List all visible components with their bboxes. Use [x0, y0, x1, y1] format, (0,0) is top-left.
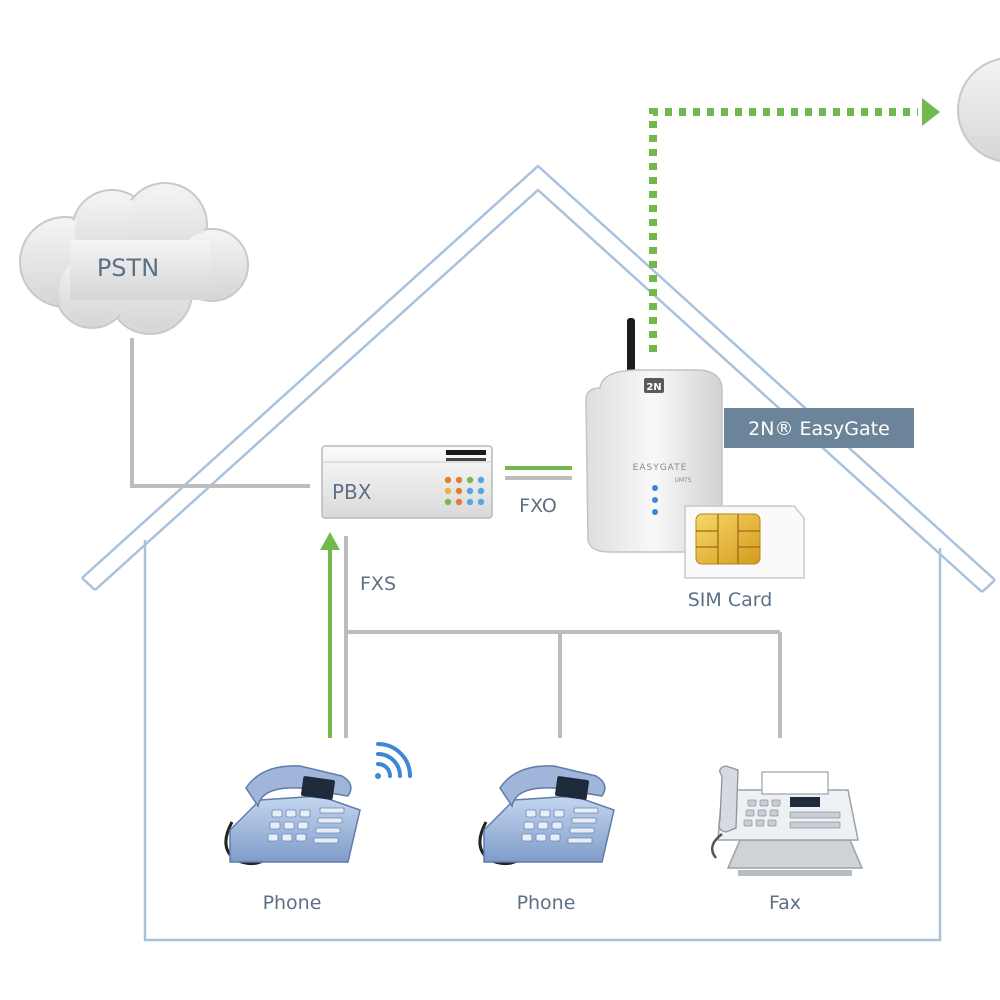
- sim-chip-icon: [695, 513, 761, 565]
- mobile-uplink: [649, 98, 940, 352]
- gateway-front-model: UMTS: [674, 477, 691, 484]
- device-phone-2: [478, 765, 615, 865]
- pbx-unit: PBX: [321, 445, 493, 519]
- pbx-status-leds: [444, 476, 485, 506]
- roof-outer: [81, 164, 996, 581]
- roof-right-cap: [981, 579, 996, 593]
- up-arrow-icon: [320, 532, 340, 550]
- sim-card-label: SIM Card: [688, 589, 773, 611]
- house-walls: [143, 540, 942, 942]
- pstn-label: PSTN: [97, 254, 159, 282]
- sim-card: [684, 505, 805, 579]
- fax-machine-icon: [710, 765, 864, 876]
- device-label-fax: Fax: [769, 892, 801, 914]
- uplink-arrow-icon: [922, 98, 940, 126]
- easygate-name: 2N® EasyGate: [748, 418, 890, 440]
- phone-to-pbx-link: [320, 532, 340, 738]
- remote-cloud: [957, 57, 1000, 163]
- wiring: [130, 338, 782, 738]
- fxo-link: [505, 466, 572, 480]
- gateway-front-brand: EASYGATE: [633, 463, 688, 473]
- wireless-signal-icon: [375, 742, 412, 779]
- antenna: [627, 318, 635, 374]
- pstn-cloud: PSTN: [19, 182, 249, 335]
- pstn-line: [130, 338, 310, 488]
- device-label-phone-2: Phone: [517, 892, 576, 914]
- device-fax: [710, 765, 864, 876]
- desk-phone-icon: [224, 765, 361, 865]
- desk-phone-icon: [478, 765, 615, 865]
- roof-left-cap: [81, 577, 96, 591]
- pbx-label: PBX: [332, 480, 372, 504]
- fxo-label: FXO: [519, 495, 557, 517]
- device-phone-1: [224, 742, 412, 865]
- gateway-logo: 2N: [646, 382, 661, 393]
- device-label-phone-1: Phone: [263, 892, 322, 914]
- roof-inner: [94, 188, 983, 593]
- fxs-label: FXS: [360, 573, 396, 595]
- easygate-name-tag: 2N® EasyGate: [724, 408, 914, 448]
